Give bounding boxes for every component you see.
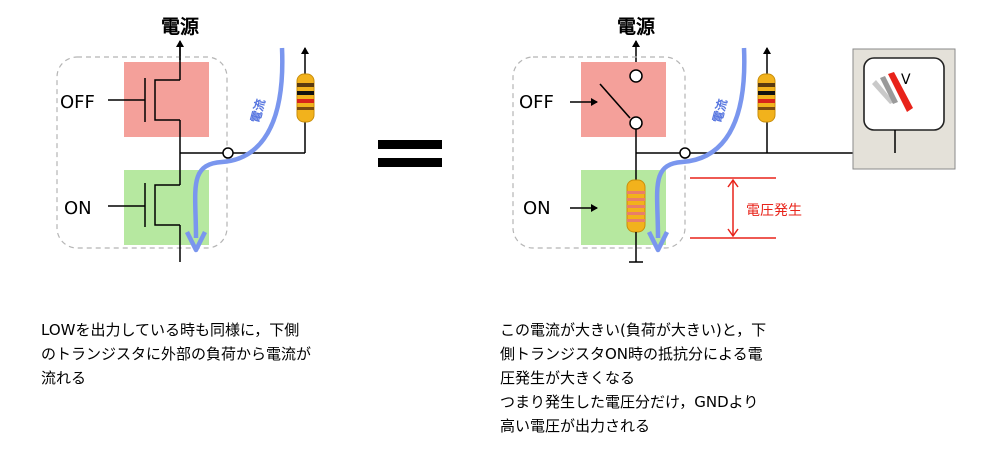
left-off-label: OFF — [60, 92, 95, 113]
right-caption: この電流が大きい(負荷が大きい)と，下 側トランジスタON時の抵抗分による電 圧… — [500, 318, 766, 438]
right-off-label: OFF — [519, 92, 554, 113]
left-current-label: 電流 — [247, 97, 268, 124]
right-on-resistor — [626, 179, 646, 263]
left-output-node — [222, 147, 234, 159]
right-circuit: 電源 OFF ON — [512, 15, 956, 263]
voltage-label: 電圧発生 — [746, 203, 802, 219]
left-current-arrow — [192, 47, 285, 239]
right-caption-line: この電流が大きい(負荷が大きい)と，下 — [500, 321, 767, 339]
right-off-box — [581, 62, 666, 137]
right-caption-line: 側トランジスタON時の抵抗分による電 — [500, 345, 763, 363]
left-lower-transistor — [108, 183, 181, 262]
left-current-arrowhead — [184, 230, 208, 253]
right-resistor — [757, 73, 776, 123]
right-current-arrowhead — [646, 230, 670, 253]
right-current-arrow — [654, 47, 747, 239]
right-on-label: ON — [523, 198, 551, 219]
left-resistor — [296, 73, 315, 123]
right-output-node — [679, 147, 691, 159]
left-power-label: 電源 — [161, 15, 199, 38]
right-caption-line: 圧発生が大きくなる — [500, 369, 636, 387]
right-current-label: 電流 — [709, 97, 730, 124]
right-power-label: 電源 — [617, 15, 655, 38]
voltage-indicator — [690, 177, 776, 239]
left-caption: LOWを出力している時も同様に，下側 のトランジスタに外部の負荷から電流が 流れ… — [41, 318, 311, 390]
left-caption-line: 流れる — [41, 369, 87, 387]
voltmeter-unit-label: V — [901, 72, 911, 88]
voltmeter — [852, 48, 956, 170]
right-caption-line: つまり発生した電圧分だけ，GNDより — [500, 393, 759, 411]
right-caption-line: 高い電圧が出力される — [500, 417, 651, 435]
right-switch — [599, 69, 643, 180]
equals-sign: = — [378, 140, 442, 167]
left-on-label: ON — [64, 198, 92, 219]
left-upper-transistor — [108, 42, 181, 185]
left-caption-line: LOWを出力している時も同様に，下側 — [41, 321, 300, 339]
left-circuit: 電源 OFF ON — [56, 15, 315, 262]
left-caption-line: のトランジスタに外部の負荷から電流が — [41, 345, 312, 363]
